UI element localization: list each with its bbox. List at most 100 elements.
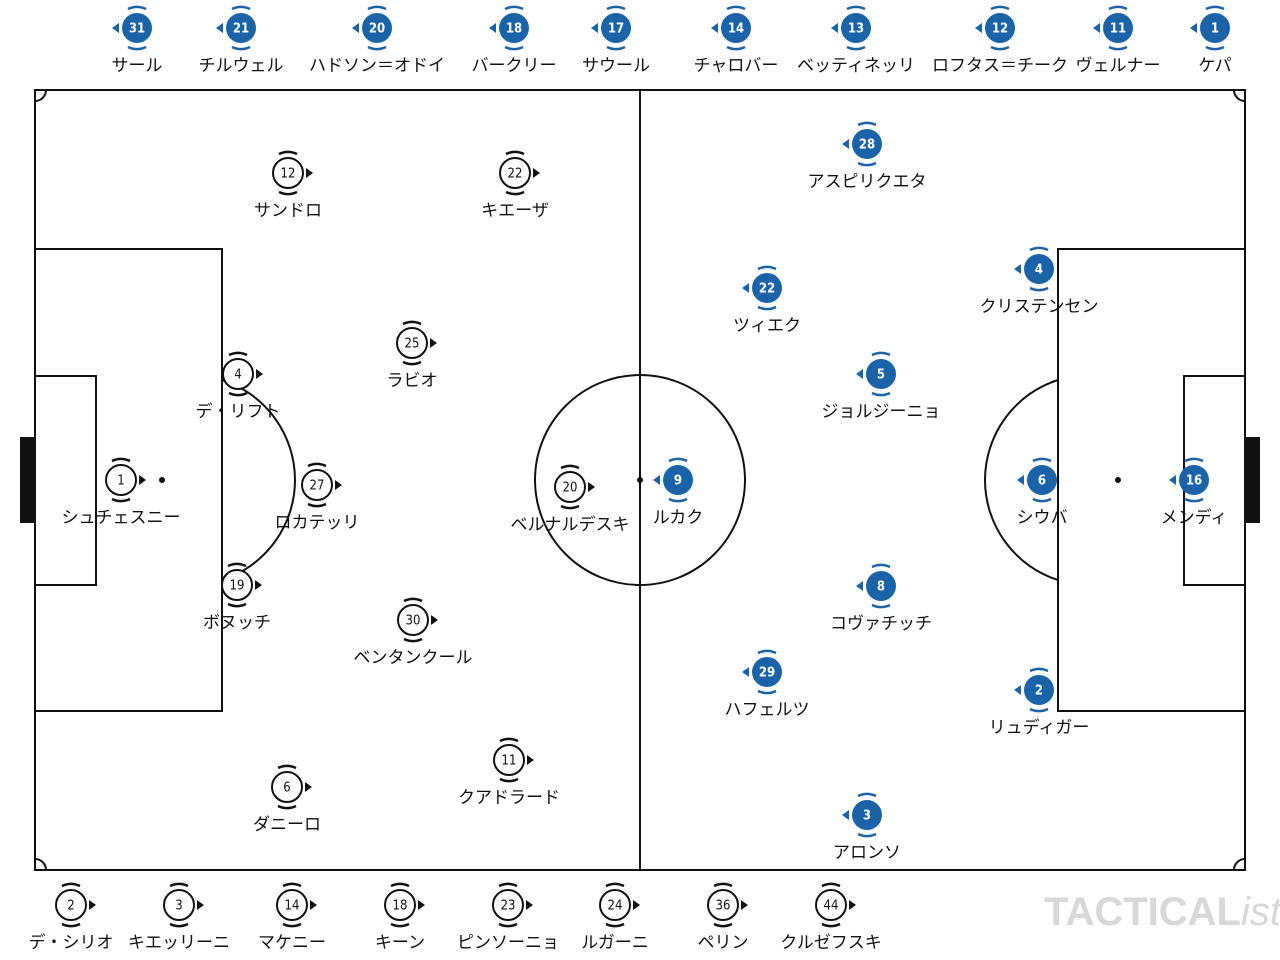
marker-band-top xyxy=(846,5,866,11)
player-number: 4 xyxy=(1035,263,1043,278)
player-number: 21 xyxy=(233,22,249,37)
player-marker-home xyxy=(301,469,333,501)
direction-arrow-right-icon xyxy=(741,900,748,910)
marker-band-top xyxy=(61,882,81,888)
player-number: 30 xyxy=(406,614,421,629)
marker-band-top xyxy=(228,351,248,357)
player-marker-away xyxy=(985,13,1015,43)
left-penalty-arc xyxy=(221,379,296,581)
player-marker-home xyxy=(163,889,195,921)
player-marker-away xyxy=(499,13,529,43)
player-number: 18 xyxy=(393,899,408,914)
player-name: キエーザ xyxy=(481,201,549,221)
marker-band-top xyxy=(857,121,877,127)
marker-band-top xyxy=(282,882,302,888)
marker-band-top xyxy=(111,457,131,463)
player-number: 24 xyxy=(608,899,623,914)
direction-arrow-left-icon xyxy=(1014,264,1021,274)
player-number: 3 xyxy=(175,899,182,914)
marker-band-top xyxy=(560,464,580,470)
player-number: 22 xyxy=(508,167,523,182)
player-name: クアドラード xyxy=(458,788,560,808)
player-number: 18 xyxy=(506,22,522,37)
corner-arc-br xyxy=(1233,858,1246,871)
player-number: 8 xyxy=(877,580,885,595)
marker-band-bottom xyxy=(606,45,626,51)
direction-arrow-left-icon xyxy=(842,810,849,820)
direction-arrow-left-icon xyxy=(1014,685,1021,695)
marker-band-bottom xyxy=(282,922,302,928)
marker-band-top xyxy=(1108,5,1128,11)
player-marker-away xyxy=(721,13,751,43)
marker-band-bottom xyxy=(169,922,189,928)
direction-arrow-left-icon xyxy=(742,283,749,293)
player-number: 11 xyxy=(502,754,517,769)
marker-band-bottom xyxy=(402,360,422,366)
player-name: アロンソ xyxy=(833,843,901,863)
home-lineup-player-8: 22 キエーザ xyxy=(481,150,549,221)
player-number: 3 xyxy=(863,809,871,824)
player-marker-home xyxy=(493,744,525,776)
player-marker-away xyxy=(866,359,896,389)
left-goal xyxy=(20,437,36,523)
marker-band-top xyxy=(1032,457,1052,463)
marker-band-top xyxy=(1029,667,1049,673)
player-number: 4 xyxy=(234,368,241,383)
player-number: 16 xyxy=(1186,474,1202,489)
left-penalty-spot xyxy=(159,477,165,483)
marker-band-top xyxy=(606,5,626,11)
marker-band-top xyxy=(1029,246,1049,252)
marker-band-bottom xyxy=(61,922,81,928)
direction-arrow-right-icon xyxy=(197,900,204,910)
player-name: ヴェルナー xyxy=(1076,56,1161,76)
marker-band-top xyxy=(367,5,387,11)
marker-band-bottom xyxy=(990,45,1010,51)
marker-band-bottom xyxy=(228,391,248,397)
player-name: ルカク xyxy=(653,508,704,528)
marker-band-bottom xyxy=(505,190,525,196)
direction-arrow-right-icon xyxy=(849,900,856,910)
direction-arrow-right-icon xyxy=(527,755,534,765)
marker-band-bottom xyxy=(757,689,777,695)
player-name: クルゼフスキ xyxy=(780,933,882,953)
player-number: 36 xyxy=(716,899,731,914)
marker-band-bottom xyxy=(307,502,327,508)
player-number: 28 xyxy=(859,138,875,153)
direction-arrow-left-icon xyxy=(711,23,718,33)
player-marker-home xyxy=(492,889,524,921)
direction-arrow-right-icon xyxy=(335,480,342,490)
marker-band-top xyxy=(1205,5,1225,11)
direction-arrow-left-icon xyxy=(742,667,749,677)
marker-band-bottom xyxy=(403,637,423,643)
marker-band-top xyxy=(821,882,841,888)
player-marker-home xyxy=(272,157,304,189)
corner-arc-tr xyxy=(1233,89,1246,102)
away-lineup-player-6: 3 アロンソ xyxy=(833,792,901,863)
marker-band-bottom xyxy=(605,922,625,928)
marker-band-top xyxy=(871,351,891,357)
direction-arrow-left-icon xyxy=(352,23,359,33)
marker-band-bottom xyxy=(278,190,298,196)
marker-band-bottom xyxy=(498,922,518,928)
direction-arrow-left-icon xyxy=(975,23,982,33)
player-marker-home xyxy=(396,327,428,359)
marker-band-top xyxy=(278,150,298,156)
direction-arrow-left-icon xyxy=(591,23,598,33)
player-marker-away xyxy=(1024,675,1054,705)
player-name: ハドソン＝オドイ xyxy=(309,56,445,76)
direction-arrow-right-icon xyxy=(588,482,595,492)
player-name: シウバ xyxy=(1017,508,1068,528)
marker-band-bottom xyxy=(668,497,688,503)
marker-band-top xyxy=(990,5,1010,11)
player-marker-home xyxy=(271,771,303,803)
